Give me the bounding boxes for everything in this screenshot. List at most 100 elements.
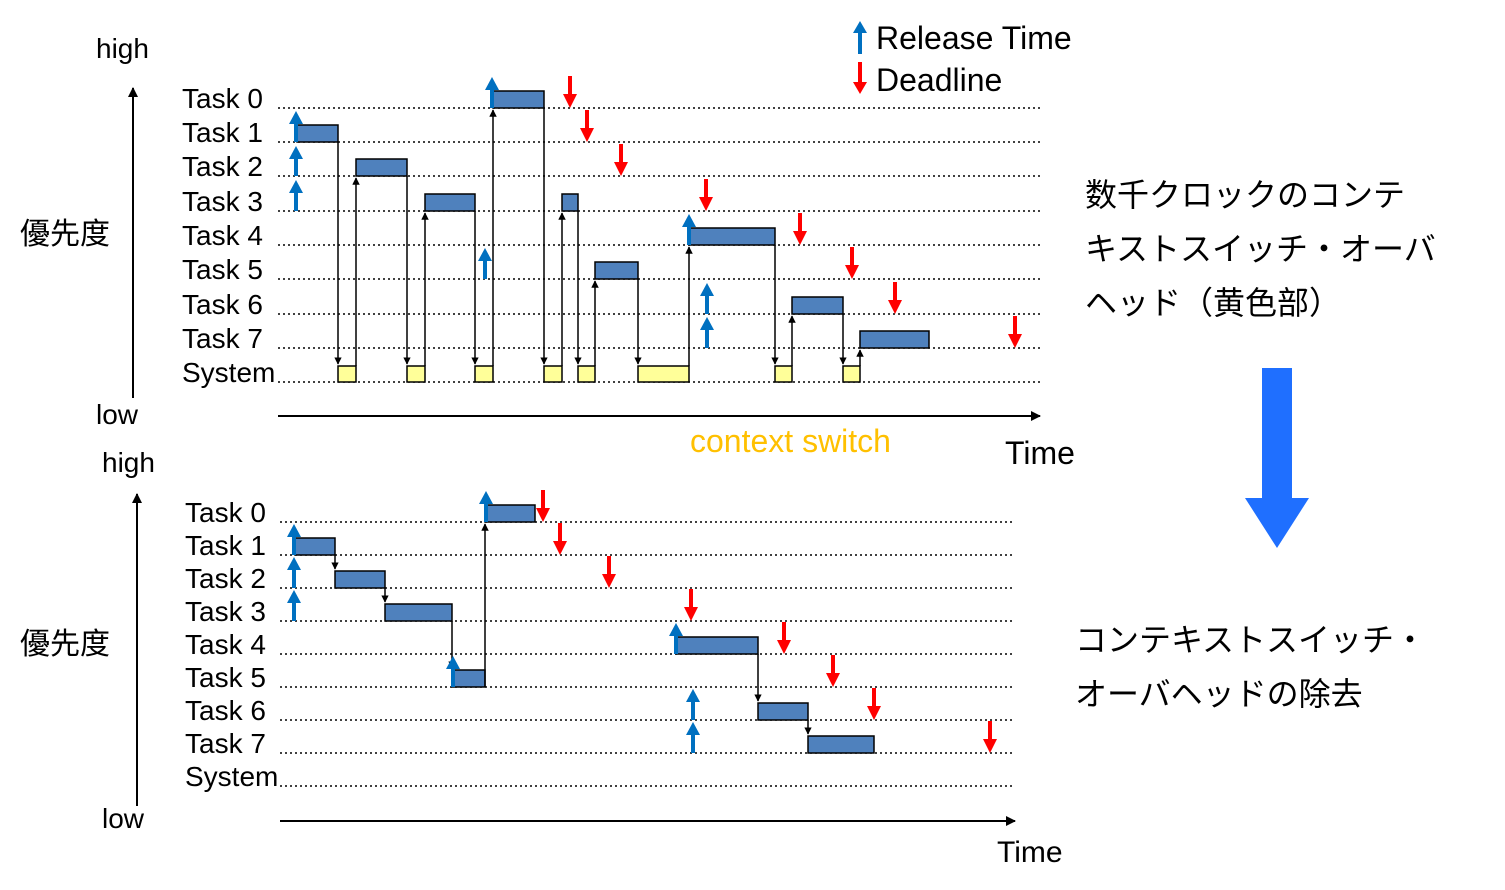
release-arrow-icon <box>700 283 714 314</box>
context-switch-label: context switch <box>690 423 891 459</box>
task-block <box>355 158 408 177</box>
top-task-blocks <box>296 90 930 349</box>
release-arrow-icon <box>669 623 683 654</box>
top-switch-arrows <box>334 108 864 366</box>
release-arrow-icon <box>289 111 303 142</box>
bottom-note-line: コンテキストスイッチ・ <box>1075 621 1427 659</box>
deadline-arrow-icon <box>826 655 840 687</box>
top-deadline-arrows <box>563 76 1022 348</box>
release-arrow-icon <box>289 146 303 176</box>
top-system-blocks <box>337 365 861 383</box>
release-arrow-icon <box>686 722 700 753</box>
deadline-arrow-icon <box>777 622 791 654</box>
release-arrow-icon <box>287 590 301 621</box>
context-switch-block <box>637 365 690 383</box>
context-switch-block <box>577 365 596 383</box>
bottom-row-label: Task 0 <box>185 497 266 528</box>
release-arrow-icon <box>287 524 301 555</box>
task-block <box>294 537 336 556</box>
bottom-row-label: Task 2 <box>185 563 266 594</box>
task-block <box>424 193 476 212</box>
context-switch-block <box>474 365 494 383</box>
top-note-line: キストスイッチ・オーバ <box>1085 230 1436 268</box>
task-block <box>594 261 639 280</box>
release-arrow-icon <box>287 557 301 588</box>
bottom-note-line: オーバヘッドの除去 <box>1075 675 1363 713</box>
bottom-row-label: Task 4 <box>185 629 266 660</box>
deadline-legend-arrow-icon <box>853 62 867 94</box>
task-block <box>757 702 809 721</box>
release-arrow-icon <box>485 77 499 108</box>
release-legend-arrow-icon <box>853 21 867 54</box>
bottom-row-label: Task 7 <box>185 728 266 759</box>
deadline-arrow-icon <box>563 76 577 108</box>
task-block <box>334 570 386 589</box>
bottom-row-label: Task 1 <box>185 530 266 561</box>
deadline-arrow-icon <box>553 523 567 555</box>
context-switch-block <box>337 365 357 383</box>
bottom-row-label: Task 3 <box>185 596 266 627</box>
bottom-deadline-arrows <box>536 490 997 753</box>
deadline-arrow-icon <box>1008 316 1022 348</box>
bottom-low-label: low <box>102 803 145 834</box>
deadline-arrow-icon <box>983 721 997 753</box>
deadline-arrow-icon <box>888 282 902 314</box>
bottom-time-label: Time <box>997 836 1063 869</box>
deadline-arrow-icon <box>536 490 550 522</box>
task-block <box>296 124 339 143</box>
top-row-label: Task 2 <box>182 151 263 182</box>
deadline-arrow-icon <box>580 110 594 142</box>
top-note-line: ヘッド（黄色部） <box>1085 284 1342 322</box>
task-block <box>807 735 875 754</box>
release-arrow-icon <box>289 180 303 211</box>
context-switch-block <box>543 365 563 383</box>
top-note-line: 数千クロックのコンテ <box>1085 176 1406 214</box>
bottom-priority-label: 優先度 <box>20 628 110 661</box>
deadline-arrow-icon <box>699 179 713 211</box>
release-arrow-icon <box>686 689 700 720</box>
top-row-label: System <box>182 357 275 388</box>
context-switch-block <box>406 365 426 383</box>
top-time-label: Time <box>1005 435 1075 471</box>
task-block <box>484 504 536 523</box>
context-switch-block <box>842 365 861 383</box>
bottom-task-blocks <box>294 504 875 754</box>
deadline-arrow-icon <box>845 247 859 279</box>
top-release-arrows <box>289 77 714 348</box>
top-row-label: Task 6 <box>182 289 263 320</box>
task-block <box>859 330 930 349</box>
task-block <box>791 296 844 315</box>
top-row-label: Task 4 <box>182 220 263 251</box>
context-switch-block <box>774 365 793 383</box>
release-arrow-icon <box>478 248 492 279</box>
legend-deadline-label: Deadline <box>876 62 1003 98</box>
top-row-label: Task 0 <box>182 83 263 114</box>
top-row-label: Task 1 <box>182 117 263 148</box>
bottom-high-label: high <box>102 447 155 478</box>
task-block <box>451 669 486 688</box>
release-arrow-icon <box>682 214 696 245</box>
release-arrow-icon <box>700 317 714 348</box>
bottom-note: コンテキストスイッチ・ オーバヘッドの除去 <box>1075 613 1426 721</box>
top-row-label: Task 5 <box>182 254 263 285</box>
bottom-row-label: Task 5 <box>185 662 266 693</box>
bottom-row-label: System <box>185 761 278 792</box>
deadline-arrow-icon <box>684 589 698 621</box>
task-block <box>384 603 453 622</box>
deadline-arrow-icon <box>867 688 881 720</box>
release-arrow-icon <box>479 491 493 522</box>
top-priority-label: 優先度 <box>20 218 110 251</box>
top-row-labels: Task 0 Task 1 Task 2 Task 3 Task 4 Task … <box>182 83 275 388</box>
deadline-arrow-icon <box>793 213 807 245</box>
task-block <box>561 193 579 212</box>
bottom-row-labels: Task 0 Task 1 Task 2 Task 3 Task 4 Task … <box>185 497 278 792</box>
bottom-row-label: Task 6 <box>185 695 266 726</box>
task-block <box>492 90 545 109</box>
task-block <box>688 227 776 246</box>
legend-release-label: Release Time <box>876 20 1072 56</box>
top-high-label: high <box>96 33 149 64</box>
release-arrow-icon <box>446 656 460 687</box>
top-low-label: low <box>96 399 139 430</box>
deadline-arrow-icon <box>602 556 616 588</box>
